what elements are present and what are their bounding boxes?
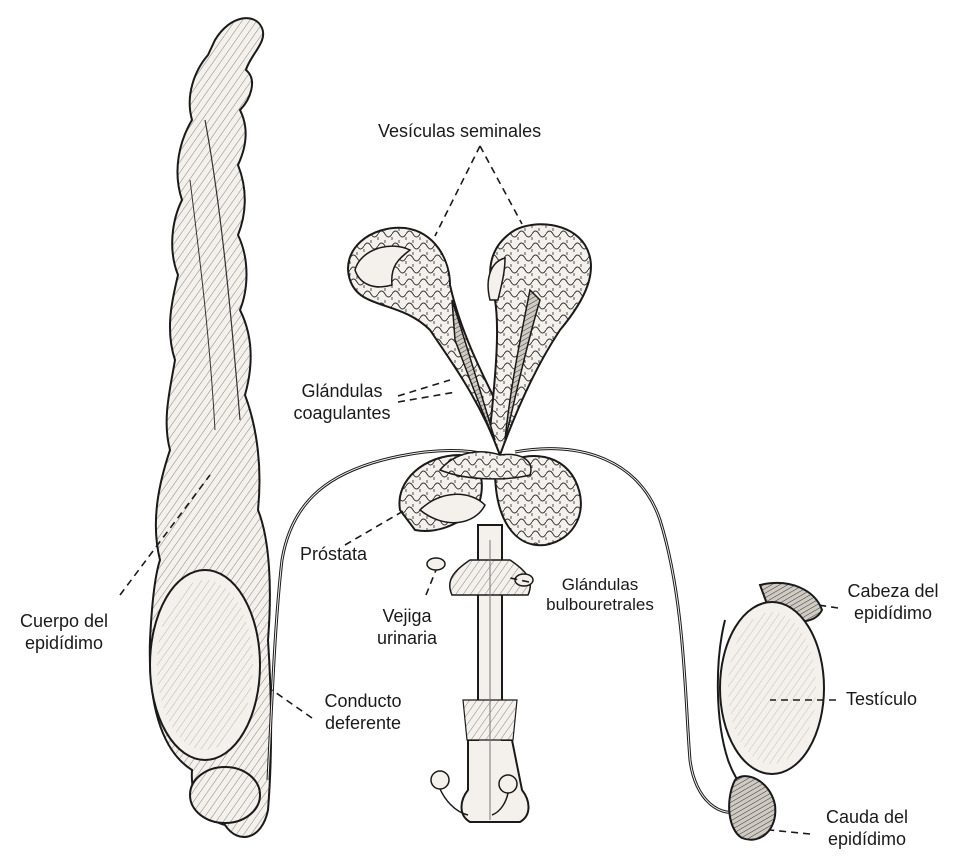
- label-prostata: Próstata: [300, 543, 367, 565]
- label-glandulas-bulbouretrales: Glándulas bulbouretrales: [530, 575, 670, 615]
- label-cabeza-del-epididimo: Cabeza del epidídimo: [834, 580, 952, 624]
- right-testis: [718, 583, 824, 840]
- urethra: [427, 525, 533, 822]
- leader-coagulantes-2: [398, 392, 456, 402]
- leader-vesiculas-right: [480, 146, 522, 224]
- label-testiculo: Testículo: [846, 688, 917, 710]
- leader-prostata: [345, 510, 405, 545]
- leader-cauda: [770, 830, 810, 834]
- leader-vesiculas-left: [435, 146, 480, 236]
- leader-conducto: [272, 690, 312, 718]
- leader-vejiga: [426, 570, 436, 595]
- leader-coagulantes-1: [398, 380, 450, 396]
- label-vejiga-urinaria: Vejiga urinaria: [362, 605, 452, 649]
- label-conducto-deferente: Conducto deferente: [308, 690, 418, 734]
- label-glandulas-coagulantes: Glándulas coagulantes: [282, 380, 402, 424]
- label-cuerpo-del-epididimo: Cuerpo del epidídimo: [0, 610, 128, 654]
- label-vesiculas-seminales: Vesículas seminales: [378, 120, 541, 142]
- left-epididymis-body: [150, 18, 271, 837]
- label-cauda-del-epididimo: Cauda del epidídimo: [808, 806, 926, 850]
